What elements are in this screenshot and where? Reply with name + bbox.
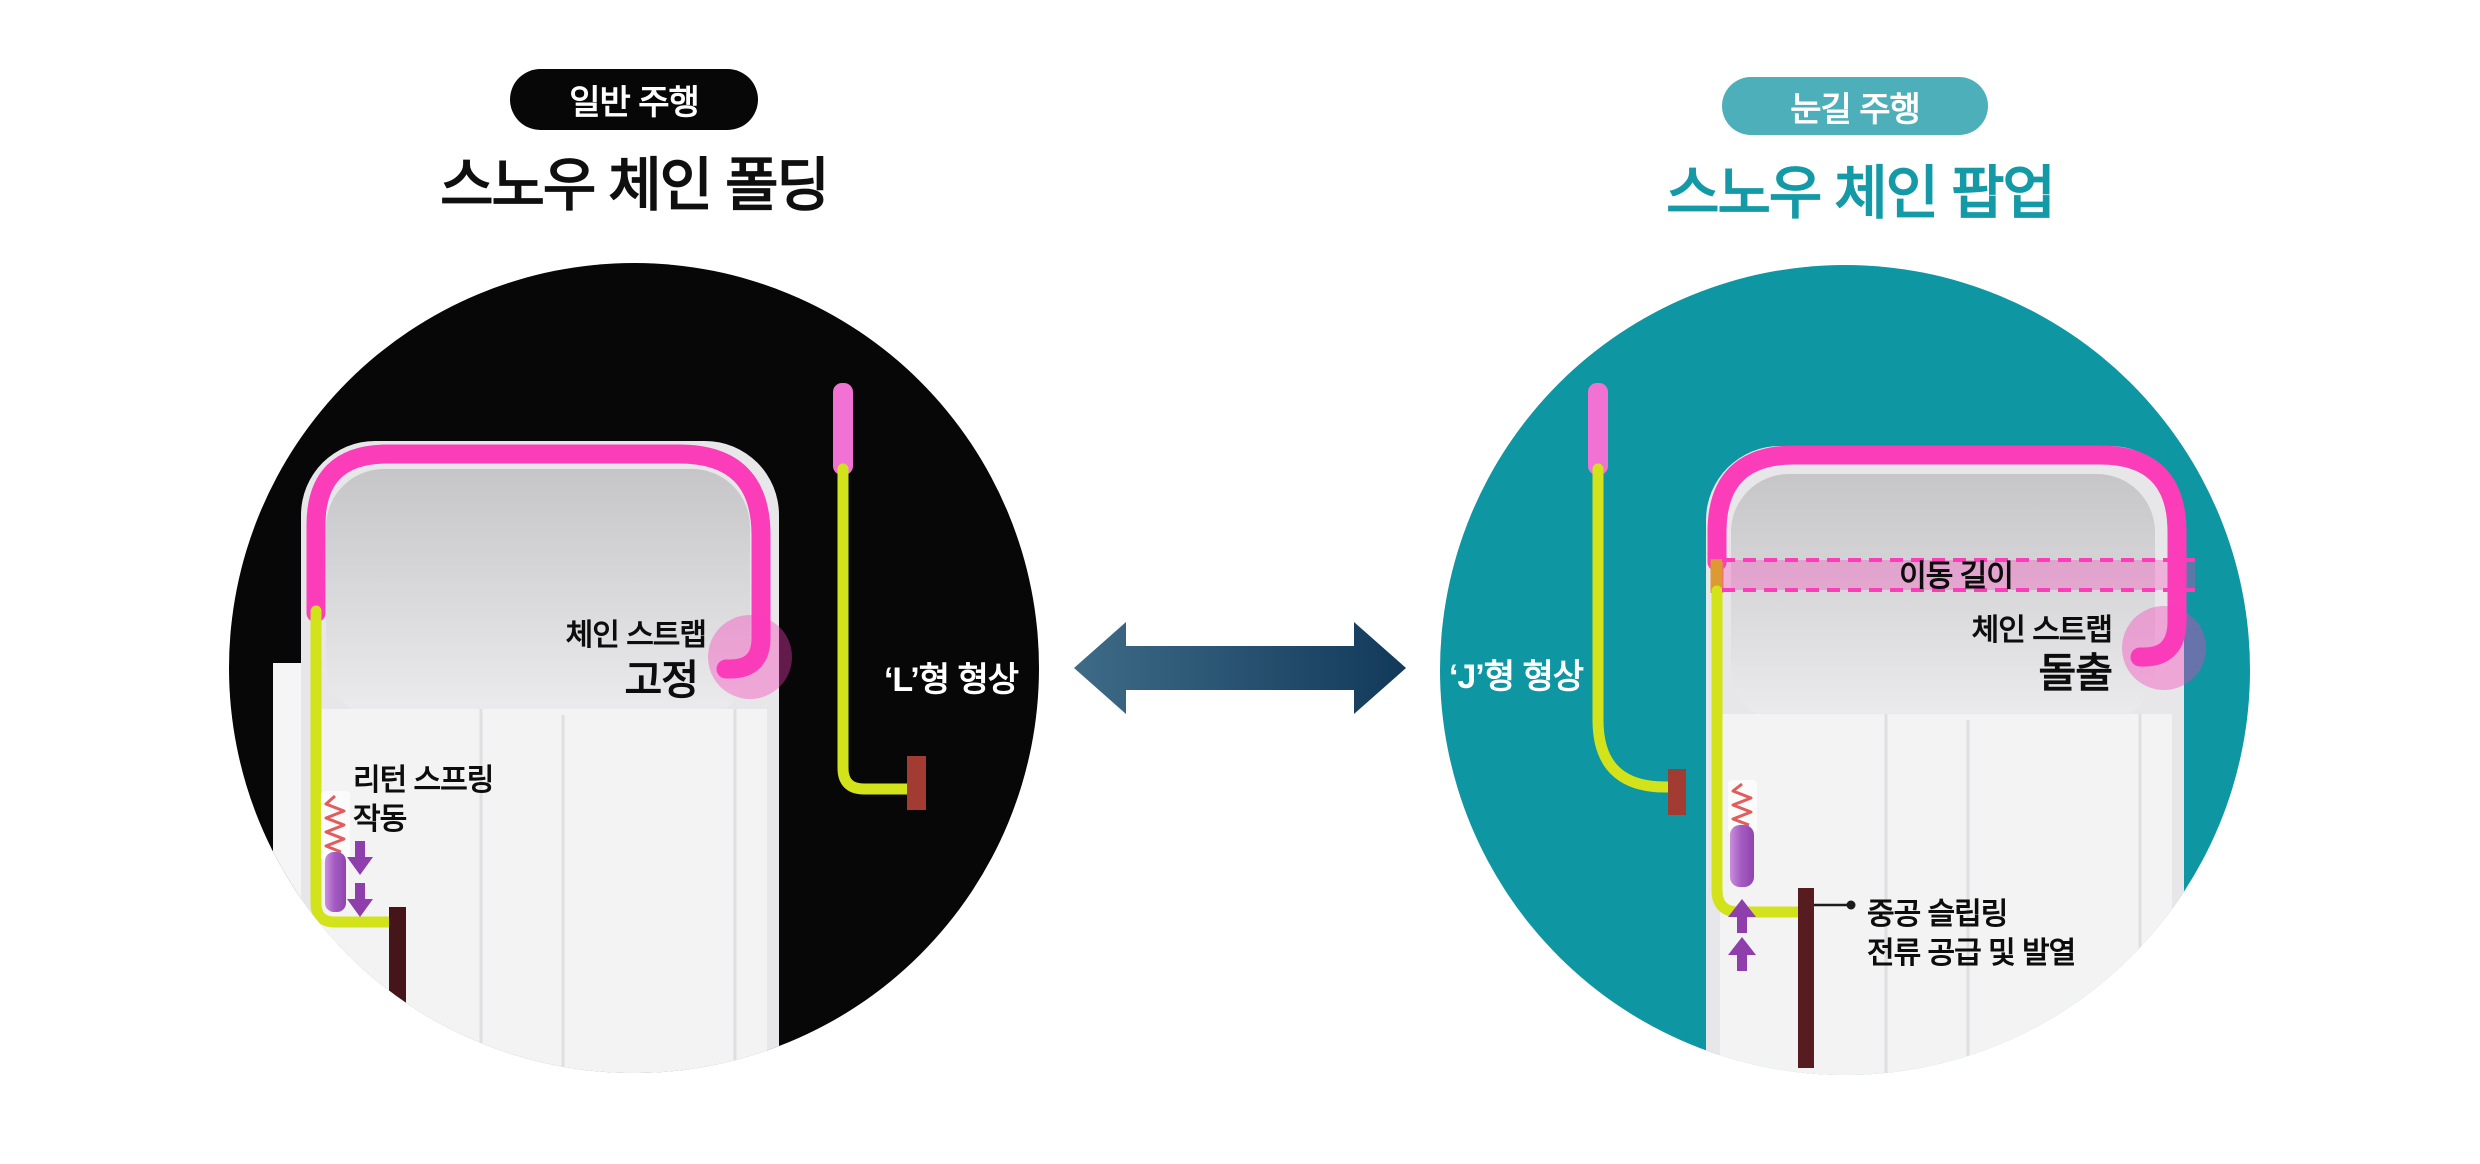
badge-normal-driving: 일반 주행 — [510, 69, 758, 130]
tire-seams — [479, 709, 737, 1073]
tire-render — [1706, 446, 2184, 1075]
double-arrow-icon — [1074, 622, 1406, 714]
arrow-up-icon — [1728, 899, 1756, 933]
actuator-rod — [310, 605, 395, 928]
rod-end-block — [1668, 769, 1686, 815]
rod-pink-tip — [1588, 383, 1608, 475]
label-chain-strap: 체인 스트랩 — [1972, 614, 2112, 647]
arrow-down-icon — [347, 841, 373, 875]
return-spring-icon — [324, 794, 346, 854]
chain-strap-path — [1707, 445, 2187, 667]
diagram-popup-state: 이동 길이 체인 스트랩 돌출 ‘J’형 형상 중공 슬립링 전류 공급 및 — [1440, 265, 2250, 1075]
leader-dot — [1846, 900, 1856, 910]
chain-strap-path — [306, 444, 771, 679]
strap-anchor-highlight — [708, 615, 792, 699]
j-shape-rod — [1588, 383, 1686, 815]
label-current-supply: 전류 공급 및 발열 — [1867, 937, 2075, 970]
label-protrude: 돌출 — [2039, 650, 2113, 696]
badge-snow-driving: 눈길 주행 — [1722, 77, 1988, 135]
spring-plunger — [1730, 825, 1754, 887]
return-spring-icon — [1731, 782, 1753, 827]
title-chain-popup: 스노우 체인 팝업 — [1666, 161, 2056, 226]
label-j-shape: ‘J’형 형상 — [1449, 658, 1584, 696]
label-slip-ring: 중공 슬립링 — [1867, 898, 2007, 931]
label-chain-strap: 체인 스트랩 — [566, 619, 706, 652]
strap-anchor-highlight — [2122, 606, 2206, 690]
label-l-shape: ‘L’형 형상 — [884, 661, 1019, 699]
rod-pink-tip — [833, 383, 853, 475]
arrow-up-icon — [1728, 937, 1756, 971]
slip-ring-shaft — [1798, 888, 1814, 1068]
arrow-down-icon — [347, 883, 373, 917]
diagram-folded-state: 체인 스트랩 고정 ‘L’형 형상 리턴 스프링 작동 — [229, 263, 1039, 1073]
tire-render — [273, 441, 779, 1073]
rod-end-block — [907, 756, 926, 810]
spring-plunger — [325, 852, 346, 912]
spring-housing — [321, 791, 350, 861]
label-return-spring: 리턴 스프링 — [353, 764, 493, 797]
title-chain-folding: 스노우 체인 폴딩 — [440, 153, 830, 218]
travel-band — [1722, 558, 2195, 592]
label-fixed: 고정 — [625, 657, 698, 703]
l-shape-rod — [833, 383, 926, 810]
badge-snow-driving-label: 눈길 주행 — [1790, 90, 1921, 129]
badge-normal-driving-label: 일반 주행 — [569, 84, 700, 122]
label-spring-action: 작동 — [353, 803, 407, 836]
label-travel-length: 이동 길이 — [1899, 560, 2013, 593]
slip-ring-shaft — [389, 907, 406, 1035]
